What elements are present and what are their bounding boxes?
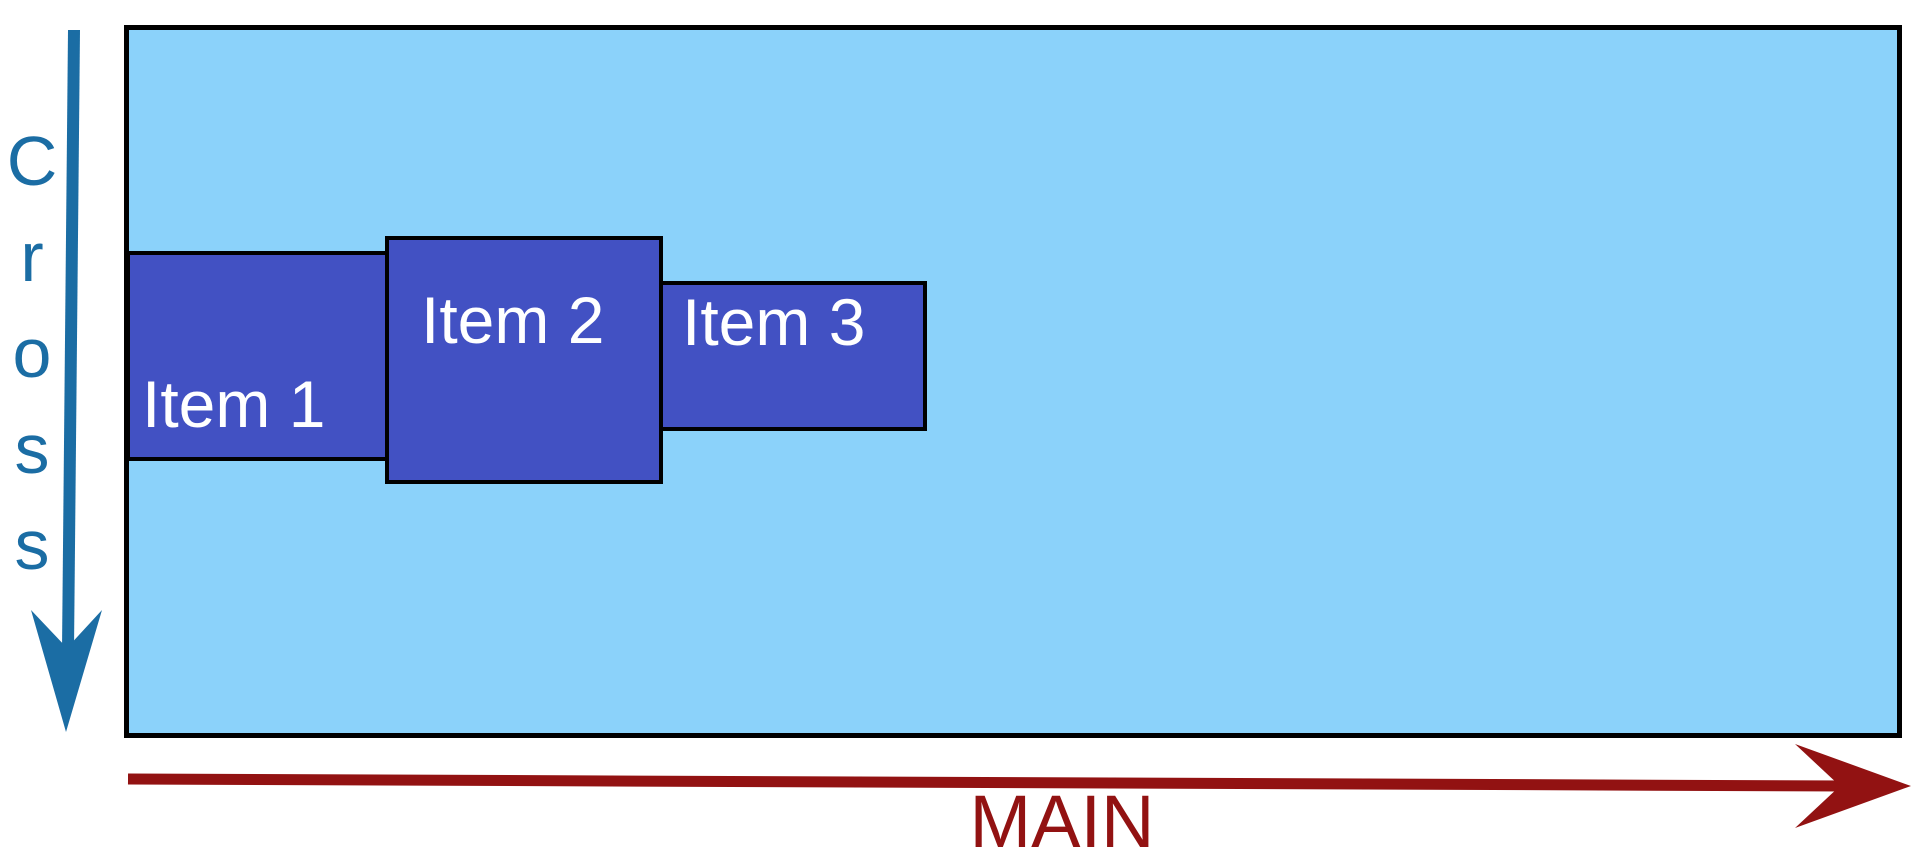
main-axis-arrow-head-icon [1795,744,1911,828]
flex-item-1: Item 1 [126,251,391,461]
cross-axis-letter: C [6,122,58,200]
flex-item-1-label: Item 1 [142,367,326,441]
main-axis-label: MAIN [969,780,1155,862]
cross-axis-letter: s [14,506,50,584]
flex-item-3-label: Item 3 [682,285,866,359]
flex-item-2-label: Item 2 [421,283,605,357]
cross-axis-arrow-head-icon [31,610,102,732]
flex-item-2: Item 2 [385,236,663,484]
cross-axis-letter: r [20,218,44,296]
cross-axis-arrow-line [62,29,80,651]
flex-item-3: Item 3 [659,281,927,431]
cross-axis-letter: o [12,314,52,392]
flex-container: Item 1 Item 2 Item 3 [124,25,1902,738]
cross-axis-letter: s [14,410,50,488]
